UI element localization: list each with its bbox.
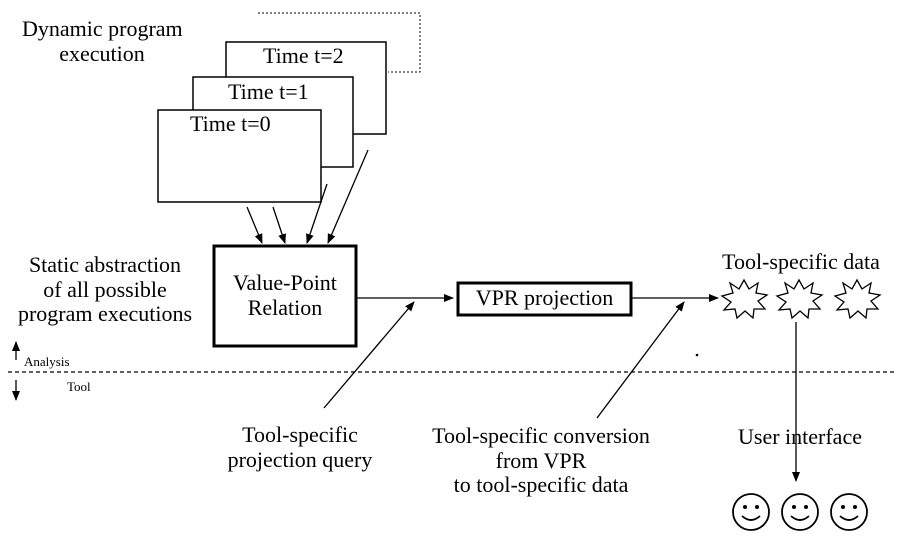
tool-data-burst-1: [720, 278, 769, 320]
conversion-label: Tool-specific conversion from VPR to too…: [406, 423, 676, 498]
query-arrow: [323, 301, 415, 409]
stray-dot: [695, 353, 699, 357]
query-line2: projection query: [227, 446, 373, 472]
user-smiley-2: [781, 493, 819, 531]
frame-arrow-3: [306, 183, 328, 244]
static-abstraction-line1: Static abstraction: [28, 252, 182, 277]
analysis-layer-label: Analysis: [24, 354, 70, 369]
tool-layer-label: Tool: [67, 379, 91, 394]
conversion-line3: to tool-specific data: [453, 472, 629, 498]
tool-data-burst-3: [833, 278, 882, 320]
user-smiley-1: [732, 493, 770, 531]
tool-data-burst-2: [775, 278, 824, 320]
execution-title-line1: Dynamic program: [22, 16, 183, 41]
more-frames-outline: [258, 12, 421, 73]
projection-box: [456, 281, 633, 317]
frame-arrow-4: [327, 149, 369, 244]
frame-t1-label: Time t=1: [228, 79, 309, 104]
user-smiley-3: [830, 493, 868, 531]
conversion-arrow: [596, 301, 685, 419]
vpr-box-line2: Relation: [247, 294, 323, 320]
frame-t0: [157, 109, 322, 203]
conversion-line2: from VPR: [495, 447, 587, 473]
execution-title: Dynamic program execution: [22, 16, 183, 66]
execution-title-line2: execution: [59, 40, 145, 66]
tool-data-label: Tool-specific data: [722, 249, 880, 274]
frame-t2-label: Time t=2: [263, 43, 344, 68]
query-line1: Tool-specific: [242, 422, 358, 447]
vpr-box-line1: Value-Point: [233, 270, 337, 295]
vpr-box: [212, 244, 358, 348]
frame-arrow-1: [246, 206, 263, 244]
projection-box-label: VPR projection: [475, 285, 614, 310]
static-abstraction-line2: of all possible: [43, 276, 167, 302]
user-interface-label: User interface: [738, 424, 862, 449]
static-abstraction-line3: program executions: [17, 301, 193, 327]
frame-t0-label: Time t=0: [190, 111, 271, 136]
frame-arrow-2: [272, 206, 286, 244]
conversion-line1: Tool-specific conversion: [432, 423, 650, 448]
vpr-box-label: Value-Point Relation: [214, 270, 356, 320]
static-abstraction-label: Static abstraction of all possible progr…: [0, 252, 210, 327]
query-label: Tool-specific projection query: [215, 422, 385, 472]
